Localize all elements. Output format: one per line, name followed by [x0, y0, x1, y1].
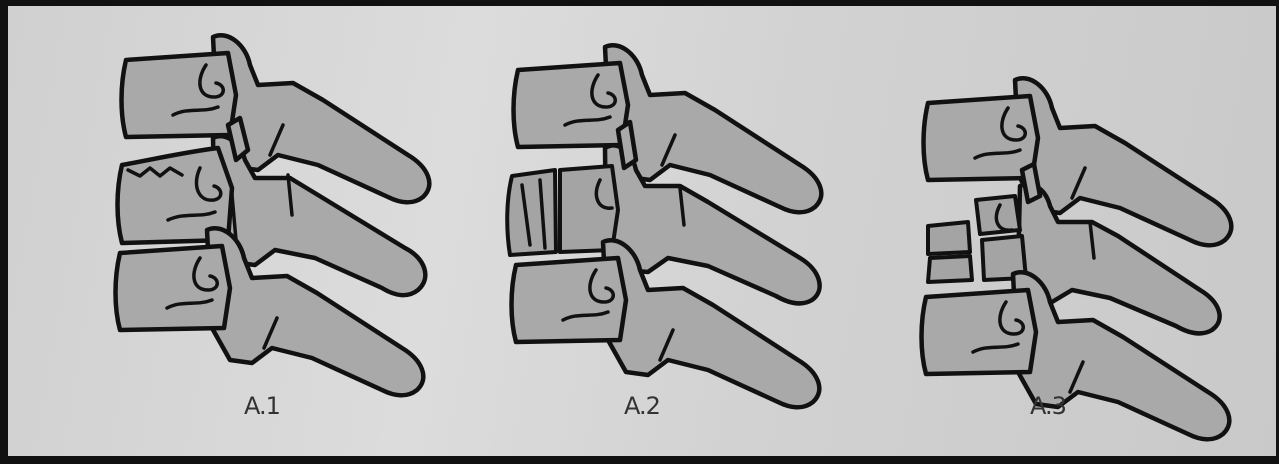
facet-joint	[1022, 164, 1040, 202]
panel-label-a1: A.1	[222, 392, 302, 420]
facet-joint	[618, 122, 636, 168]
panel-label-a3: A.3	[1008, 392, 1088, 420]
panel-label-a2: A.2	[602, 392, 682, 420]
